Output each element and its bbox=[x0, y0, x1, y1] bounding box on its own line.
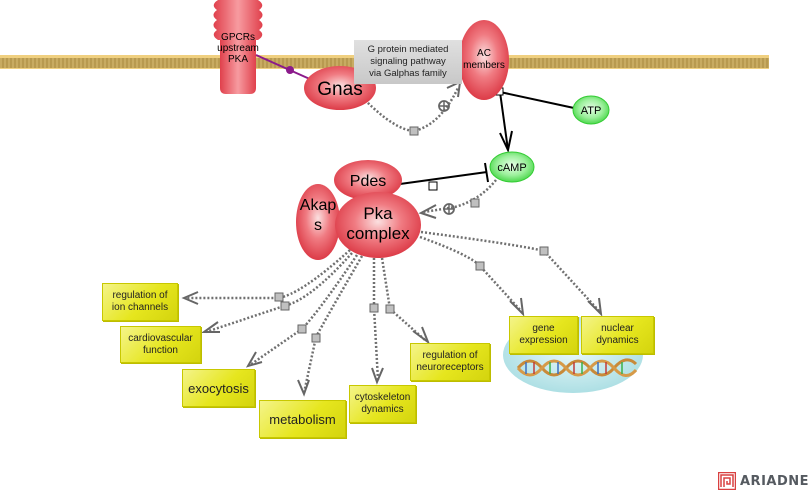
process-label: regulation of neuroreceptors bbox=[416, 350, 484, 373]
pka-label-line2: complex bbox=[346, 224, 410, 243]
pdes-label: Pdes bbox=[350, 173, 386, 190]
arrowhead bbox=[446, 80, 462, 98]
process-regulation-of-neuroreceptors[interactable]: regulation of neuroreceptors bbox=[410, 343, 490, 381]
ariadne-logo: ARIADNE bbox=[718, 472, 809, 490]
receptor-label-line1: GPCRs bbox=[221, 32, 255, 43]
ariadne-logo-icon bbox=[718, 472, 736, 490]
edge-ac-camp bbox=[499, 91, 509, 151]
ac-label-line1: AC bbox=[477, 48, 491, 59]
edge-node-square bbox=[470, 198, 480, 208]
inhibition-bar bbox=[484, 162, 489, 183]
receptor-label-line2: upstream bbox=[217, 43, 259, 54]
edge-node-square bbox=[409, 126, 419, 136]
protein-akaps[interactable]: Akap s bbox=[296, 184, 340, 260]
arrowhead bbox=[499, 130, 513, 154]
edge-node-square bbox=[428, 181, 438, 191]
ariadne-logo-text: ARIADNE bbox=[740, 473, 809, 489]
pka-label-line1: Pka bbox=[363, 204, 393, 223]
edge-pka-gene-expression bbox=[419, 235, 523, 313]
dna-icon bbox=[516, 358, 638, 377]
arrowhead bbox=[418, 204, 437, 219]
plus-icon bbox=[443, 203, 455, 215]
camp-label: cAMP bbox=[497, 162, 526, 174]
akaps-label-line1: Akap bbox=[300, 197, 337, 214]
receptor-label-line3: PKA bbox=[228, 54, 248, 65]
process-label: cytoskeleton dynamics bbox=[354, 392, 411, 415]
edge-receptor-gnas bbox=[255, 54, 313, 81]
protein-pdes[interactable]: Pdes bbox=[334, 160, 402, 200]
process-gene-expression[interactable]: gene expression bbox=[509, 316, 578, 354]
process-exocytosis[interactable]: exocytosis bbox=[182, 369, 255, 407]
process-metabolism[interactable]: metabolism bbox=[259, 400, 346, 438]
binding-dot bbox=[286, 66, 294, 74]
akaps-label-line2: s bbox=[314, 217, 322, 234]
plus-icon bbox=[438, 100, 450, 112]
receptor-gpcrs-upstream-pka[interactable]: GPCRs upstream PKA bbox=[213, 0, 263, 94]
gnas-label: Gnas bbox=[317, 79, 362, 100]
arrowheads bbox=[181, 291, 603, 397]
process-cardiovascular-function[interactable]: cardiovascular function bbox=[120, 326, 201, 363]
process-label: gene expression bbox=[519, 323, 568, 346]
atp-label: ATP bbox=[581, 105, 602, 117]
process-label: metabolism bbox=[269, 411, 336, 427]
edge-camp-pka bbox=[423, 179, 497, 214]
edge-ac-atp bbox=[499, 91, 575, 109]
process-label: nuclear dynamics bbox=[596, 323, 639, 346]
process-cytoskeleton-dynamics[interactable]: cytoskeleton dynamics bbox=[349, 385, 416, 423]
edge-node-squares bbox=[274, 246, 549, 343]
process-label: regulation of ion channels bbox=[111, 290, 169, 313]
small-molecule-atp[interactable]: ATP bbox=[572, 95, 610, 125]
small-molecule-camp[interactable]: cAMP bbox=[489, 151, 535, 183]
process-ion-channels[interactable]: regulation of ion channels bbox=[102, 283, 178, 321]
edge-pka-exocytosis bbox=[249, 254, 359, 367]
protein-pka-complex[interactable]: Pka complex bbox=[335, 192, 421, 258]
pathway-label[interactable]: G protein mediated signaling pathway via… bbox=[354, 40, 462, 84]
edge-pka-neuroreceptors bbox=[380, 257, 426, 341]
process-label: exocytosis bbox=[188, 380, 249, 396]
ac-label-line2: members bbox=[463, 60, 505, 71]
process-nuclear-dynamics[interactable]: nuclear dynamics bbox=[581, 316, 654, 354]
edge-pka-cardiovascular bbox=[205, 252, 353, 334]
process-label: cardiovascular function bbox=[128, 332, 193, 356]
edge-pdes-camp bbox=[399, 171, 488, 185]
edge-pka-metabolism bbox=[302, 255, 364, 394]
protein-ac-members[interactable]: AC members bbox=[459, 20, 509, 100]
edge-pka-cytoskeleton bbox=[372, 258, 380, 381]
